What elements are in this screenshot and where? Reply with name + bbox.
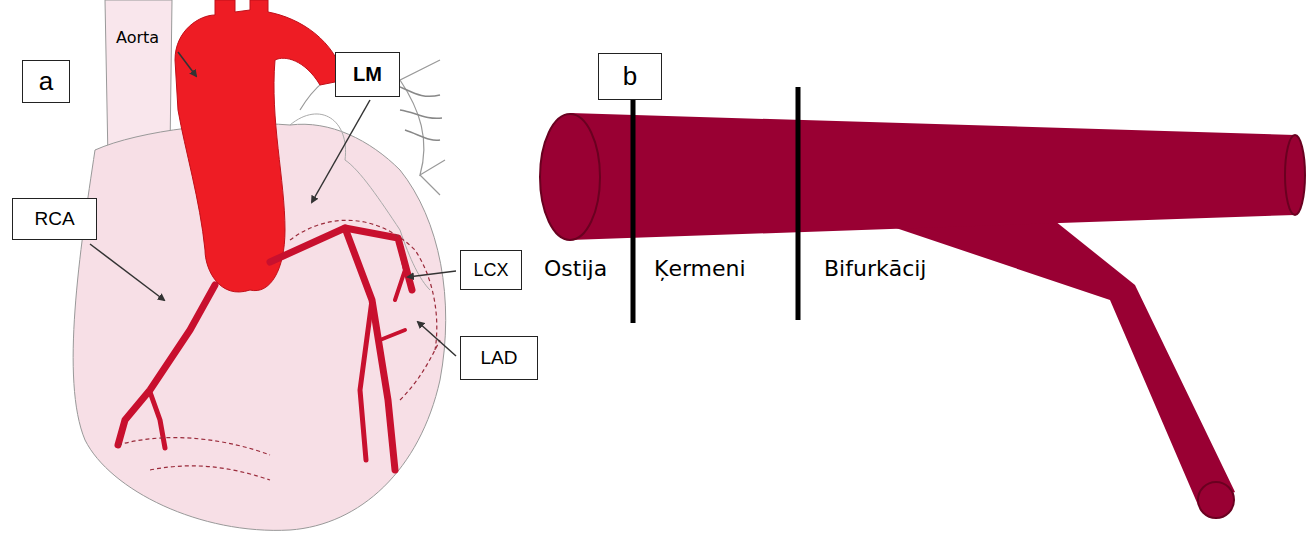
box-label: LAD <box>481 347 518 369</box>
artery-label-box: LM <box>335 52 400 97</box>
leader-lines <box>90 52 456 356</box>
panel-letter-box: b <box>598 53 662 100</box>
box-label: b <box>623 61 637 92</box>
artery-label-box: LCX <box>460 250 522 290</box>
segment-label: Bifurkācij <box>824 256 926 281</box>
box-label: a <box>39 66 53 97</box>
box-label: LCX <box>473 260 508 281</box>
segment-label: Ķermeni <box>654 256 746 281</box>
box-label: RCA <box>34 208 74 230</box>
box-label: LM <box>353 63 382 86</box>
vessel-illustration <box>540 87 1305 518</box>
anatomy-label: Aorta <box>116 28 159 47</box>
panel-letter-box: a <box>22 60 70 103</box>
heart-illustration <box>73 0 446 530</box>
artery-label-box: LAD <box>460 336 538 380</box>
artery-label-box: RCA <box>12 198 97 240</box>
segment-label: Ostija <box>544 256 607 281</box>
